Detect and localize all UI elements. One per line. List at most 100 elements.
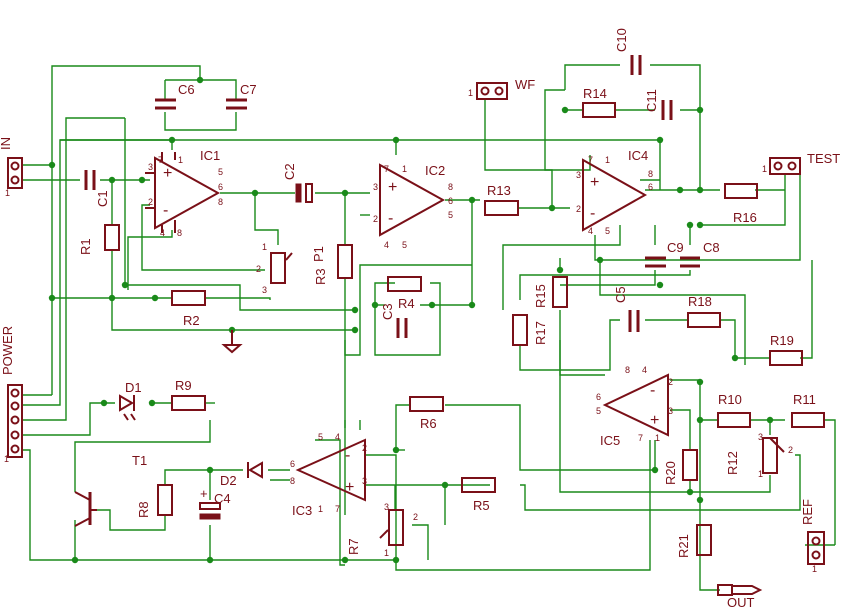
resistor-r13: R13 <box>484 183 519 216</box>
label-ic4: IC4 <box>628 148 648 163</box>
capacitor-c8: C8 <box>680 240 720 268</box>
svg-text:7: 7 <box>335 504 340 514</box>
capacitor-c11: C11 <box>644 89 673 120</box>
resistor-r11: R11 <box>791 392 825 428</box>
diode-d2: D2 <box>220 461 263 488</box>
svg-text:-: - <box>590 205 595 222</box>
svg-text:7: 7 <box>638 433 643 443</box>
svg-text:4: 4 <box>642 365 647 375</box>
wires <box>22 64 836 591</box>
svg-text:C1: C1 <box>95 190 110 207</box>
resistor-r14: R14 <box>582 86 616 118</box>
connector-test: TEST 1 <box>762 151 840 175</box>
capacitor-c1: C1 <box>84 170 110 207</box>
resistor-r10: R10 <box>717 392 751 428</box>
svg-text:3: 3 <box>262 285 267 295</box>
svg-text:R13: R13 <box>487 183 511 198</box>
resistor-r8: R8 <box>136 484 173 518</box>
svg-text:5: 5 <box>605 226 610 236</box>
svg-text:R20: R20 <box>663 461 678 485</box>
svg-text:R8: R8 <box>136 501 151 518</box>
svg-text:D1: D1 <box>125 380 142 395</box>
svg-text:2: 2 <box>373 214 378 224</box>
svg-text:C8: C8 <box>703 240 720 255</box>
resistor-r15: R15 <box>533 276 568 308</box>
label-power: POWER <box>0 326 15 375</box>
label-wf: WF <box>515 77 535 92</box>
resistor-r6: R6 <box>409 396 444 431</box>
svg-text:8: 8 <box>648 169 653 179</box>
svg-text:1: 1 <box>758 469 763 479</box>
svg-text:P1: P1 <box>311 246 326 262</box>
svg-text:2: 2 <box>576 204 581 214</box>
label-ic2: IC2 <box>425 163 445 178</box>
svg-text:6: 6 <box>218 182 223 192</box>
svg-text:1: 1 <box>384 548 389 558</box>
svg-text:3: 3 <box>362 476 367 486</box>
resistor-r17: R17 <box>512 314 548 346</box>
svg-text:+: + <box>200 486 208 501</box>
svg-text:R15: R15 <box>533 284 548 308</box>
potentiometer-r12: R12 3 2 1 <box>725 432 793 479</box>
svg-text:R18: R18 <box>688 294 712 309</box>
svg-text:2: 2 <box>413 512 418 522</box>
capacitor-c3: C3 <box>380 303 408 338</box>
svg-text:1: 1 <box>468 88 473 98</box>
connector-power: POWER 1 <box>0 326 23 464</box>
svg-text:R2: R2 <box>183 313 200 328</box>
svg-text:5: 5 <box>318 432 323 442</box>
resistor-r3: R3 <box>313 244 353 285</box>
svg-text:D2: D2 <box>220 473 237 488</box>
svg-text:6: 6 <box>448 196 453 206</box>
svg-text:C10: C10 <box>614 28 629 52</box>
capacitor-c6: C6 <box>155 82 195 110</box>
capacitor-c5: C5 <box>613 286 640 332</box>
svg-text:5: 5 <box>596 406 601 416</box>
svg-text:1: 1 <box>4 454 9 464</box>
svg-text:4: 4 <box>588 226 593 236</box>
potentiometer-r7: R7 3 2 1 <box>346 502 418 558</box>
svg-text:C3: C3 <box>380 303 395 320</box>
capacitor-c10: C10 <box>614 28 642 75</box>
svg-text:+: + <box>345 479 354 496</box>
svg-text:C4: C4 <box>214 491 231 506</box>
svg-text:3: 3 <box>668 406 673 416</box>
ic2-opamp: + - IC2 3 2 7 1 4 5 8 6 5 <box>373 163 453 250</box>
label-in: IN <box>0 137 13 150</box>
svg-text:7: 7 <box>384 164 389 174</box>
resistor-r2: R2 <box>171 290 206 328</box>
svg-text:3: 3 <box>758 432 763 442</box>
svg-text:1: 1 <box>762 164 767 174</box>
led-d1: D1 <box>119 380 142 421</box>
label-out: OUT <box>727 595 755 610</box>
ic5-opamp: - + IC5 6 5 2 3 8 4 7 1 <box>596 365 673 448</box>
svg-text:R4: R4 <box>398 296 415 311</box>
svg-text:C6: C6 <box>178 82 195 97</box>
ic1-opamp: + - IC1 3 2 7 1 4 8 5 6 8 <box>145 148 223 238</box>
label-ic3: IC3 <box>292 503 312 518</box>
transistor-t1: T1 <box>74 453 147 527</box>
label-ic1: IC1 <box>200 148 220 163</box>
svg-text:1: 1 <box>402 164 407 174</box>
svg-text:2: 2 <box>668 377 673 387</box>
svg-text:8: 8 <box>177 228 182 238</box>
svg-text:1: 1 <box>605 155 610 165</box>
svg-text:R1: R1 <box>78 238 93 255</box>
resistor-r16: R16 <box>724 183 758 225</box>
svg-text:R6: R6 <box>420 416 437 431</box>
resistor-r20: R20 <box>663 449 698 485</box>
resistor-r4: R4 <box>387 276 422 311</box>
svg-text:-: - <box>345 447 350 464</box>
svg-text:4: 4 <box>335 432 340 442</box>
svg-text:+: + <box>163 165 172 182</box>
svg-text:C7: C7 <box>240 82 257 97</box>
svg-text:R14: R14 <box>583 86 607 101</box>
connector-in: IN 1 <box>0 137 23 198</box>
svg-text:R5: R5 <box>473 498 490 513</box>
svg-text:C9: C9 <box>667 240 684 255</box>
svg-text:R3: R3 <box>313 268 328 285</box>
capacitor-c4: + C4 <box>199 486 231 520</box>
svg-text:R9: R9 <box>175 378 192 393</box>
connector-wf: WF 1 <box>468 77 535 100</box>
